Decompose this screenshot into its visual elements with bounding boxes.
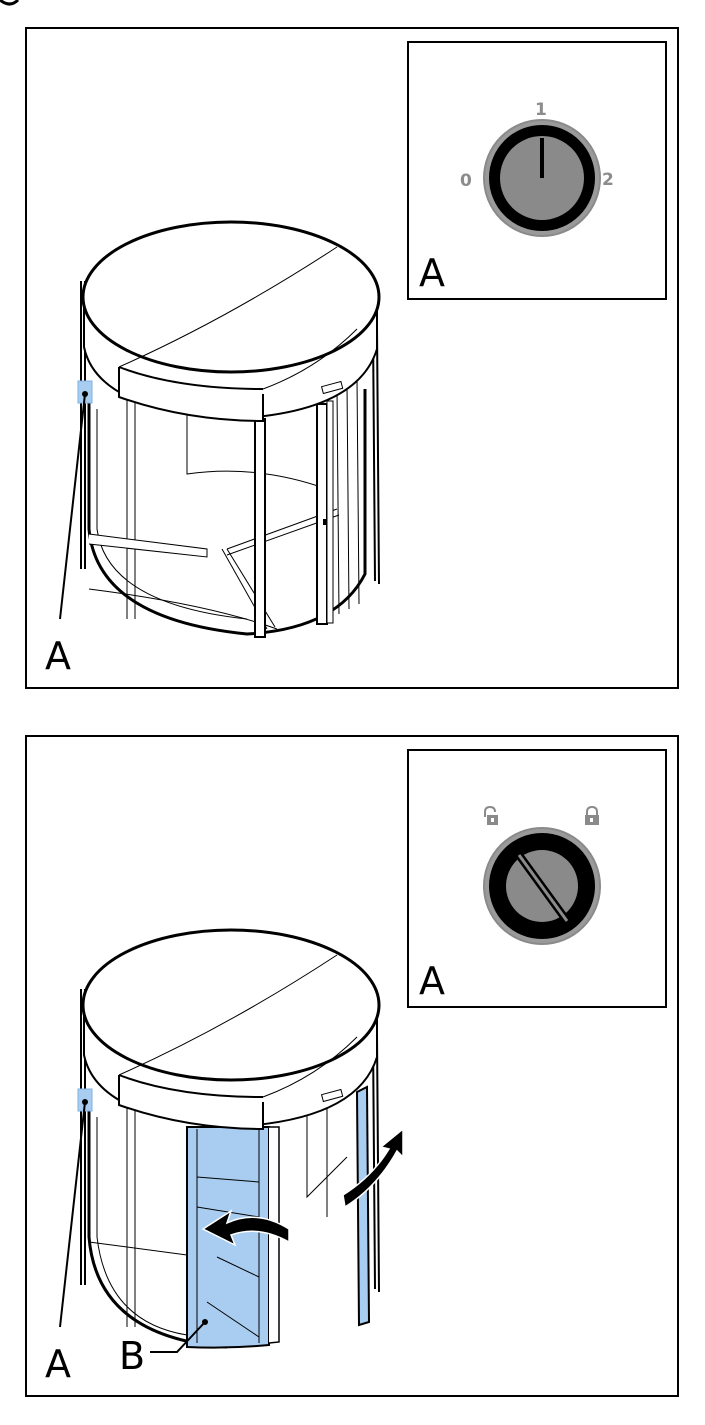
- leader-line-b: [150, 1321, 206, 1353]
- callout-label-a: A: [45, 634, 71, 678]
- callout-layer: A B: [45, 1334, 145, 1386]
- key-switch-inset: A: [407, 749, 667, 1008]
- position-label-2: 2: [602, 170, 614, 190]
- locked-padlock-icon: [585, 805, 599, 825]
- key-switch-inset: 0 1 2 A: [407, 41, 667, 300]
- callout-layer: A: [45, 634, 71, 678]
- revolving-door-illustration: [59, 220, 381, 638]
- key-switch-dial: A: [419, 805, 601, 1003]
- position-label-1: 1: [535, 100, 547, 120]
- figure-panel-key-unlock: A B A: [25, 735, 679, 1397]
- position-label-0: 0: [460, 171, 472, 191]
- inset-label-a: A: [419, 251, 445, 295]
- unlocked-padlock-icon: [484, 805, 498, 825]
- leader-line-a: [59, 1101, 86, 1328]
- callout-label-a: A: [45, 1342, 71, 1386]
- figure-panel-key-positions: A 0 1 2 A: [25, 27, 679, 689]
- inset-label-a: A: [419, 959, 445, 1003]
- leader-line-a: [59, 393, 86, 620]
- cropped-glyph: [0, 0, 20, 6]
- revolving-door-illustration: [59, 928, 404, 1353]
- door-wing-right-highlight: [355, 1085, 371, 1327]
- rotate-arrow-left-icon: [201, 1209, 290, 1247]
- rotate-arrow-right-icon: [342, 1127, 404, 1209]
- callout-label-b: B: [119, 1334, 145, 1378]
- key-switch-dial: 0 1 2 A: [419, 100, 614, 295]
